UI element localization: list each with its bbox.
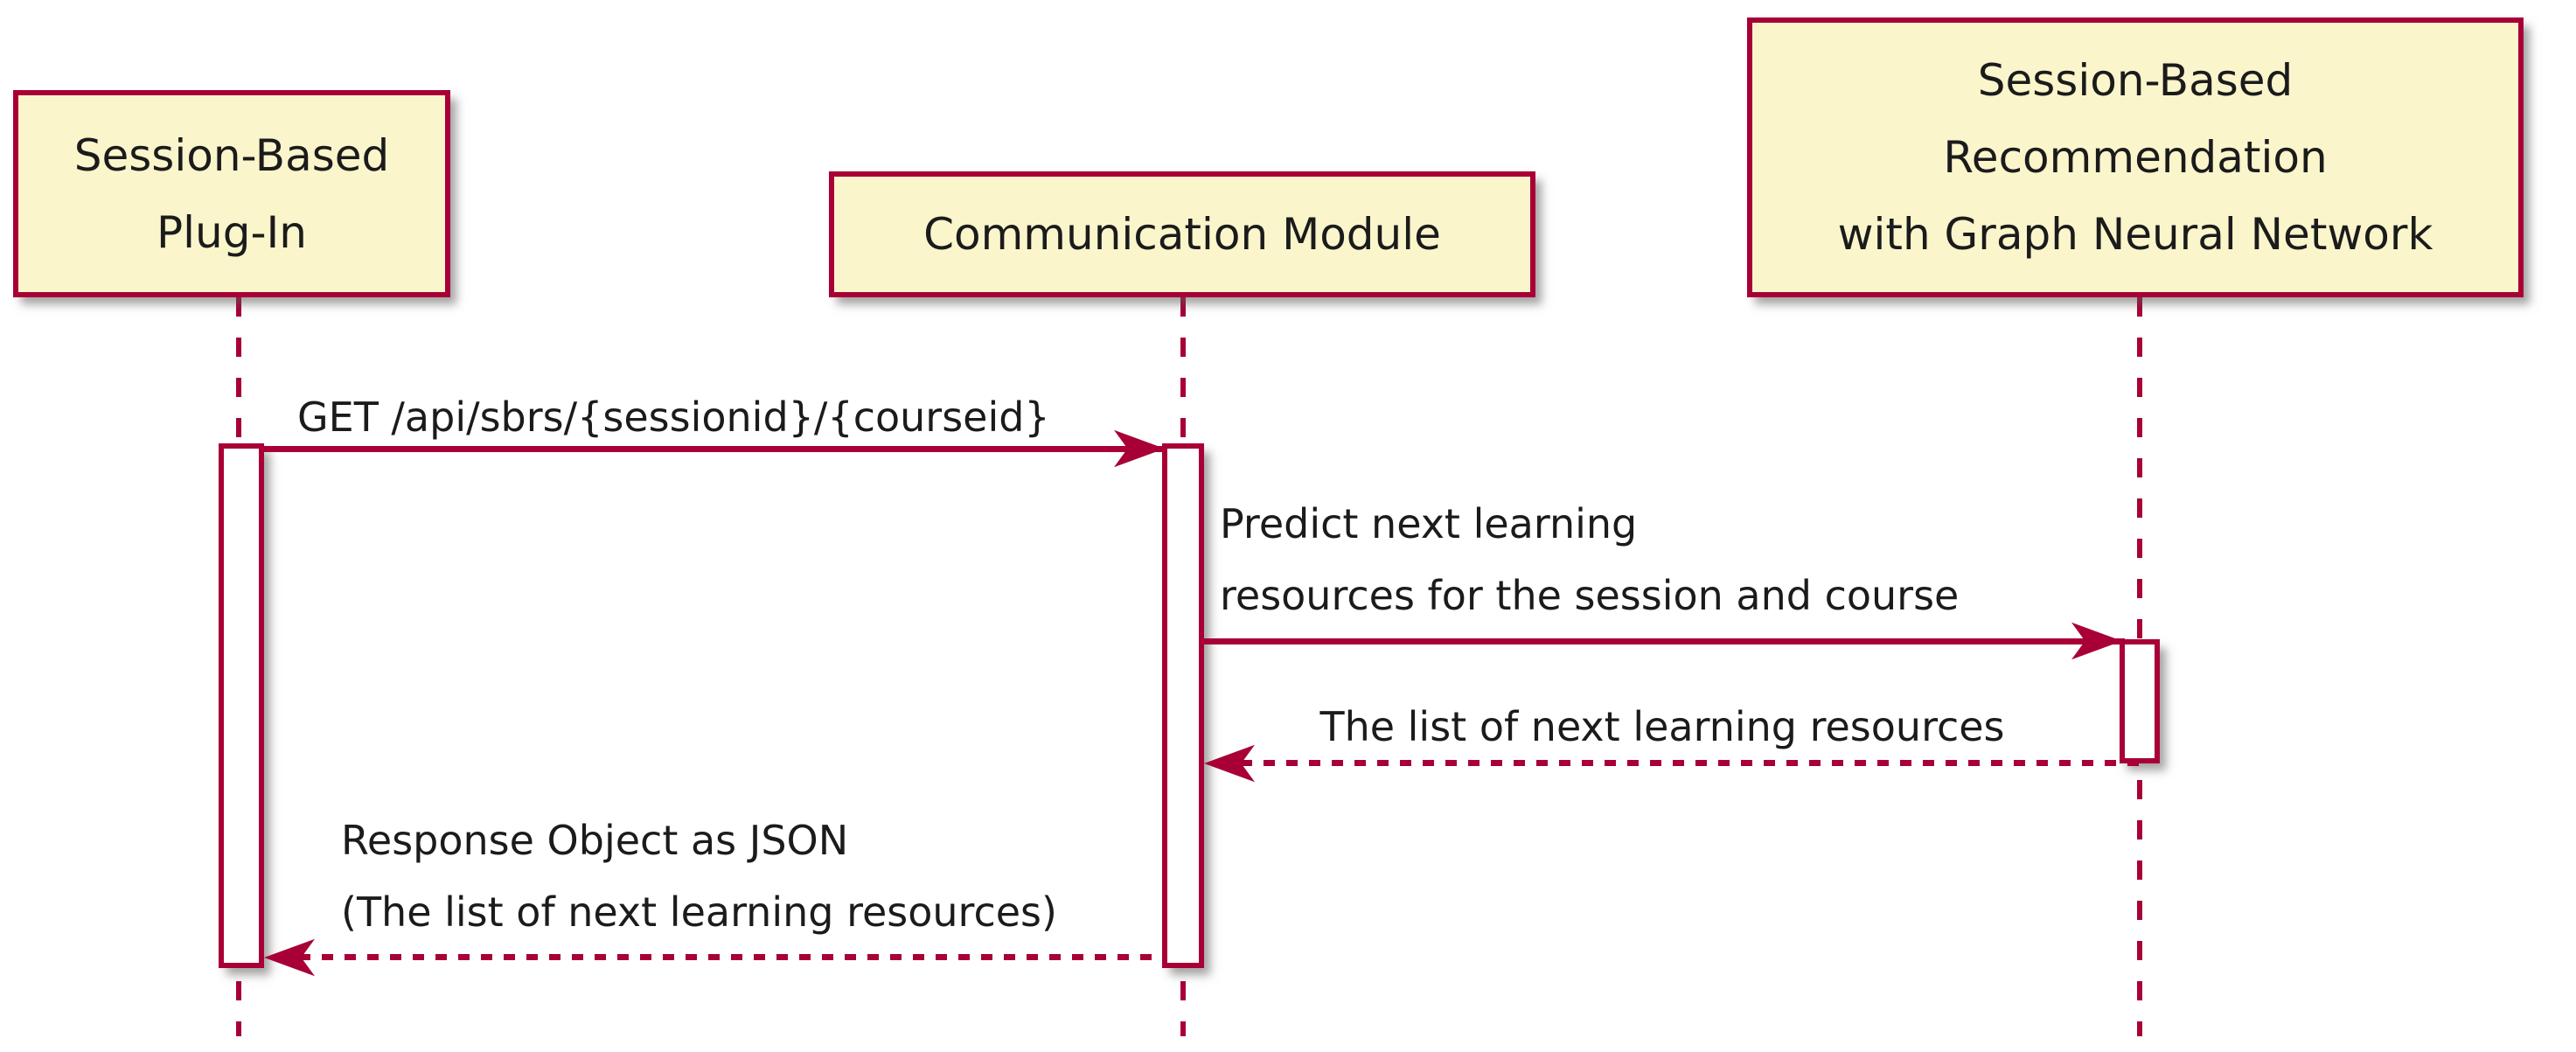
activation-bar-sbr-gnn: [2120, 639, 2160, 763]
participant-box-communication-module: Communication Module: [829, 171, 1535, 297]
message-label-line: Predict next learning: [1220, 500, 1638, 547]
activation-bar-communication-module: [1162, 443, 1204, 968]
message-label-line: The list of next learning resources: [1319, 703, 2005, 750]
message-label-get-request: GET /api/sbrs/{sessionid}/{courseid}: [297, 381, 1050, 453]
participant-label: with Graph Neural Network: [1837, 209, 2433, 260]
message-arrow-response-json: [276, 954, 1163, 960]
message-label-predict: Predict next learning resources for the …: [1220, 488, 1959, 631]
arrow-right-icon: [1114, 429, 1165, 468]
participant-label: Session-Based: [73, 129, 390, 181]
message-label-line: resources for the session and course: [1220, 572, 1960, 619]
message-arrow-get-request: [264, 446, 1167, 452]
participant-label: Plug-In: [157, 206, 307, 258]
message-label-line: GET /api/sbrs/{sessionid}/{courseid}: [297, 394, 1050, 441]
message-label-line: Response Object as JSON: [341, 817, 849, 864]
participant-box-sbr-gnn: Session-Based Recommendation with Graph …: [1747, 17, 2524, 297]
arrow-left-icon: [1204, 744, 1255, 783]
participant-label: Session-Based: [1977, 55, 2294, 106]
arrow-left-icon: [264, 938, 315, 977]
message-label-list-return: The list of next learning resources: [1204, 691, 2120, 763]
message-label-line: (The list of next learning resources): [341, 888, 1057, 936]
activation-bar-session-based-plug-in: [219, 443, 264, 968]
message-arrow-list-return: [1218, 760, 2140, 766]
message-label-response-json: Response Object as JSON (The list of nex…: [341, 805, 1057, 948]
participant-box-session-based-plug-in: Session-Based Plug-In: [13, 90, 450, 297]
participant-label: Communication Module: [923, 209, 1441, 260]
arrow-right-icon: [2071, 622, 2122, 660]
participant-label: Recommendation: [1943, 132, 2328, 183]
message-arrow-predict: [1204, 638, 2125, 644]
